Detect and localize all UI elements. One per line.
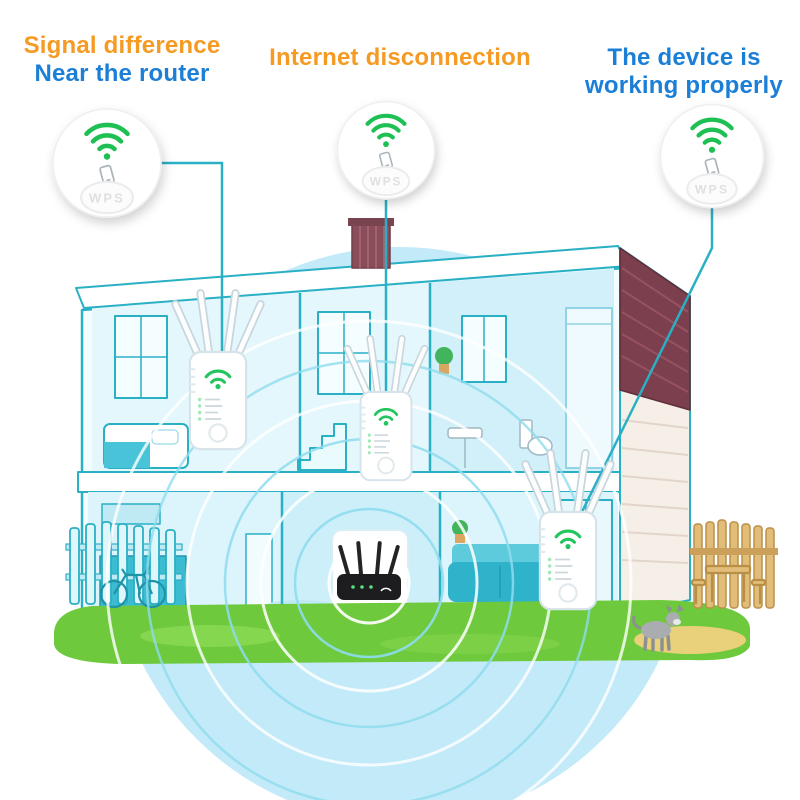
patio-table	[690, 564, 767, 604]
left-fence	[65, 521, 183, 605]
shower	[565, 307, 613, 469]
caption-line-1: Internet disconnection	[269, 44, 531, 71]
caption-line-2: working properly	[585, 72, 783, 100]
wps-device-top-left	[53, 109, 161, 217]
wps-device-top-middle	[338, 102, 435, 199]
callout-lines	[161, 161, 714, 529]
sofa	[448, 544, 552, 602]
wifi-router-icon	[337, 541, 401, 600]
brick-gable	[619, 247, 691, 411]
plant	[435, 347, 453, 374]
caption-near-router: Signal difference Near the router	[8, 32, 236, 89]
right-fence	[690, 519, 778, 609]
caption-line-1: Signal difference	[23, 32, 221, 59]
chimney	[348, 218, 394, 269]
caption-line-1: The device is	[607, 44, 761, 71]
caption-internet-disconnection: Internet disconnection	[250, 44, 550, 72]
caption-working-properly: The device is working properly	[572, 44, 796, 101]
upper-sofa	[103, 423, 189, 469]
bicycle-figure	[99, 566, 167, 609]
caption-line-2: Near the router	[34, 60, 210, 88]
callout-line-right	[572, 208, 714, 529]
wps-device-top-right	[661, 105, 764, 208]
callout-line-left	[161, 161, 224, 372]
dog-figure	[632, 604, 684, 652]
